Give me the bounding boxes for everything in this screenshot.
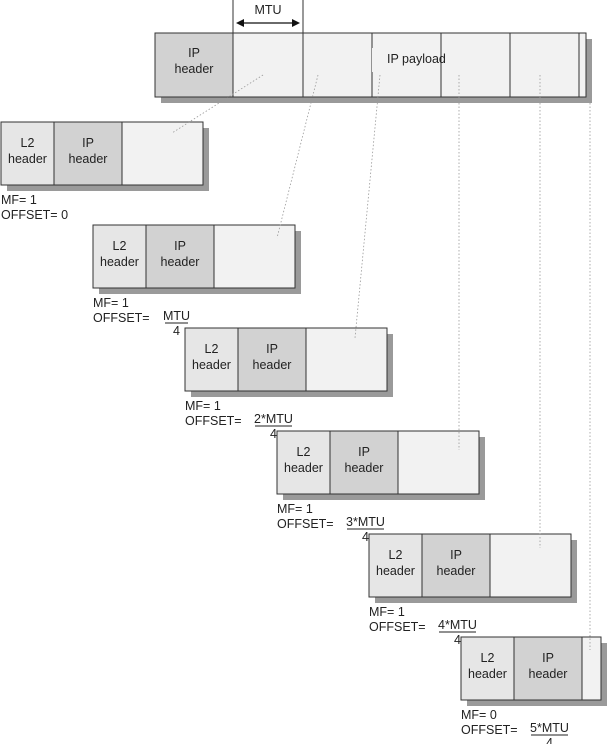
ip-header-label: IP [450, 548, 462, 562]
packet-ip-header-cell [154, 32, 234, 98]
offset-label: OFFSET= [369, 620, 426, 634]
packet-payload-chunk [440, 32, 511, 98]
ip-header-cell [237, 327, 307, 392]
offset-numerator: 2*MTU [254, 412, 293, 426]
l2-header-label: header [468, 667, 507, 681]
ip-header-label: IP [174, 239, 186, 253]
ip-header-label: IP [82, 136, 94, 150]
mf-label: MF= 1 [277, 502, 313, 516]
packet-payload-chunk [509, 32, 580, 98]
ip-header-cell [513, 636, 583, 701]
l2-header-label: header [376, 564, 415, 578]
l2-header-label: header [192, 358, 231, 372]
offset-numerator: MTU [163, 309, 190, 323]
offset-label: OFFSET= [93, 311, 150, 325]
payload-cell [121, 121, 204, 186]
l2-header-cell [0, 121, 55, 186]
l2-header-label: L2 [481, 651, 495, 665]
l2-header-cell [92, 224, 147, 289]
offset-denominator: 4 [362, 530, 369, 544]
l2-header-label: header [284, 461, 323, 475]
payload-cell [397, 430, 480, 495]
l2-header-label: L2 [21, 136, 35, 150]
offset-label: OFFSET= [185, 414, 242, 428]
l2-header-label: L2 [389, 548, 403, 562]
ip-header-label: IP [266, 342, 278, 356]
ip-header-cell [53, 121, 123, 186]
ip-header-label: header [69, 152, 108, 166]
mapping-line [171, 74, 264, 134]
l2-header-cell [460, 636, 515, 701]
fragment-mapping-lines [171, 74, 591, 650]
mapping-line [354, 74, 381, 339]
ip-header-label: IP [188, 46, 200, 60]
offset-label: OFFSET= [461, 723, 518, 737]
mf-label: MF= 1 [1, 193, 37, 207]
ip-header-label: IP [542, 651, 554, 665]
offset-label: OFFSET= [277, 517, 334, 531]
original-packet: IP payload IP header MTU [154, 0, 592, 103]
ip-header-label: header [437, 564, 476, 578]
ip-header-label: header [161, 255, 200, 269]
ip-header-cell [329, 430, 399, 495]
l2-header-label: header [100, 255, 139, 269]
mapping-line [276, 74, 319, 239]
offset-label: OFFSET= 0 [1, 208, 68, 222]
mf-label: MF= 1 [369, 605, 405, 619]
l2-header-label: L2 [113, 239, 127, 253]
mf-label: MF= 0 [461, 708, 497, 722]
l2-header-label: L2 [205, 342, 219, 356]
l2-header-cell [184, 327, 239, 392]
ip-header-label: header [175, 62, 214, 76]
payload-cell [213, 224, 296, 289]
ip-header-label: header [529, 667, 568, 681]
ip-header-label: header [345, 461, 384, 475]
payload-cell [305, 327, 388, 392]
mf-label: MF= 1 [185, 399, 221, 413]
l2-header-cell [368, 533, 423, 598]
mtu-label: MTU [254, 3, 281, 17]
payload-label-bg [372, 48, 440, 72]
payload-cell [489, 533, 572, 598]
ip-header-label: header [253, 358, 292, 372]
arrow-head-left-icon [236, 19, 244, 27]
packet-payload-chunk [232, 32, 304, 98]
ip-header-cell [145, 224, 215, 289]
packet-payload-chunk [578, 32, 587, 98]
l2-header-label: L2 [297, 445, 311, 459]
l2-header-label: header [8, 152, 47, 166]
payload-cell [581, 636, 602, 701]
packet-payload-chunk [302, 32, 373, 98]
offset-denominator: 4 [546, 736, 553, 744]
offset-denominator: 4 [270, 427, 277, 441]
mf-label: MF= 1 [93, 296, 129, 310]
offset-numerator: 4*MTU [438, 618, 477, 632]
ip-header-label: IP [358, 445, 370, 459]
ip-header-cell [421, 533, 491, 598]
offset-numerator: 5*MTU [530, 721, 569, 735]
offset-numerator: 3*MTU [346, 515, 385, 529]
arrow-head-right-icon [292, 19, 300, 27]
l2-header-cell [276, 430, 331, 495]
offset-denominator: 4 [454, 633, 461, 647]
offset-denominator: 4 [173, 324, 180, 338]
payload-label: IP payload [387, 52, 446, 66]
